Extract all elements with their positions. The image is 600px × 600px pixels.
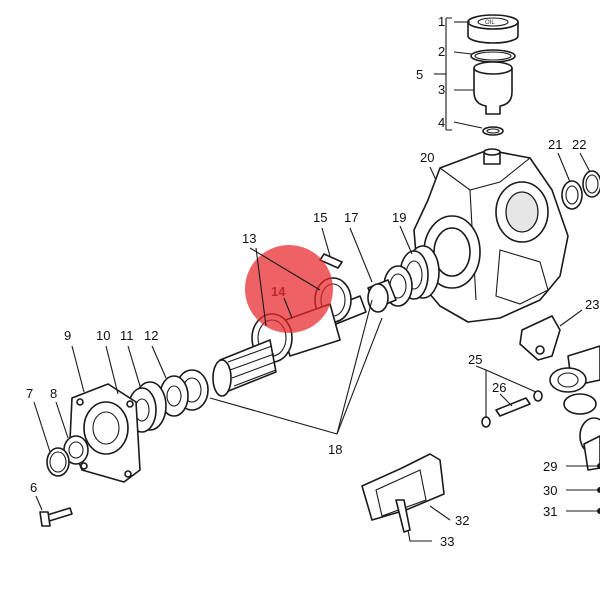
callout-30: 30 (543, 483, 557, 498)
callout-6: 6 (30, 480, 37, 495)
seals-7-8 (46, 435, 89, 477)
splined-shaft (175, 339, 277, 411)
callout-9: 9 (64, 328, 71, 343)
callout-7: 7 (26, 386, 33, 401)
callout-21: 21 (548, 137, 562, 152)
callout-23: 23 (585, 297, 599, 312)
leader-end-dots (597, 463, 600, 514)
callout-numbers: 1 2 5 3 4 20 21 22 15 17 19 13 14 23 9 1… (26, 14, 599, 549)
callout-29: 29 (543, 459, 557, 474)
callout-15: 15 (313, 210, 327, 225)
lever-assembly (519, 315, 600, 471)
callout-11: 11 (120, 328, 134, 343)
callout-33: 33 (440, 534, 454, 549)
bolt (39, 507, 73, 527)
callout-22: 22 (572, 137, 586, 152)
callout-8: 8 (50, 386, 57, 401)
leader-lines (33, 17, 600, 542)
pins-25-26 (481, 390, 543, 428)
callout-2: 2 (438, 44, 445, 59)
callout-14: 14 (271, 284, 286, 299)
bracket (361, 453, 445, 533)
cap-marking: OIL (485, 20, 495, 26)
seals-21-22 (561, 170, 600, 210)
callout-5: 5 (416, 67, 423, 82)
callout-3: 3 (438, 82, 445, 97)
bearing-and-spacer (367, 245, 440, 313)
oil-cap-assembly: OIL (467, 14, 519, 136)
callout-32: 32 (455, 513, 469, 528)
callout-1: 1 (438, 14, 445, 29)
pin (319, 253, 343, 269)
callout-13: 13 (242, 231, 256, 246)
callout-20: 20 (420, 150, 434, 165)
callout-4: 4 (438, 115, 445, 130)
callout-25: 25 (468, 352, 482, 367)
callout-31: 31 (543, 504, 557, 519)
callout-12: 12 (144, 328, 158, 343)
callout-19: 19 (392, 210, 406, 225)
gearbox-housing (413, 148, 569, 323)
flange-cover (69, 383, 141, 483)
highlight-marker (245, 245, 333, 333)
callout-26: 26 (492, 380, 506, 395)
callout-18: 18 (328, 442, 342, 457)
callout-10: 10 (96, 328, 110, 343)
callout-17: 17 (344, 210, 358, 225)
